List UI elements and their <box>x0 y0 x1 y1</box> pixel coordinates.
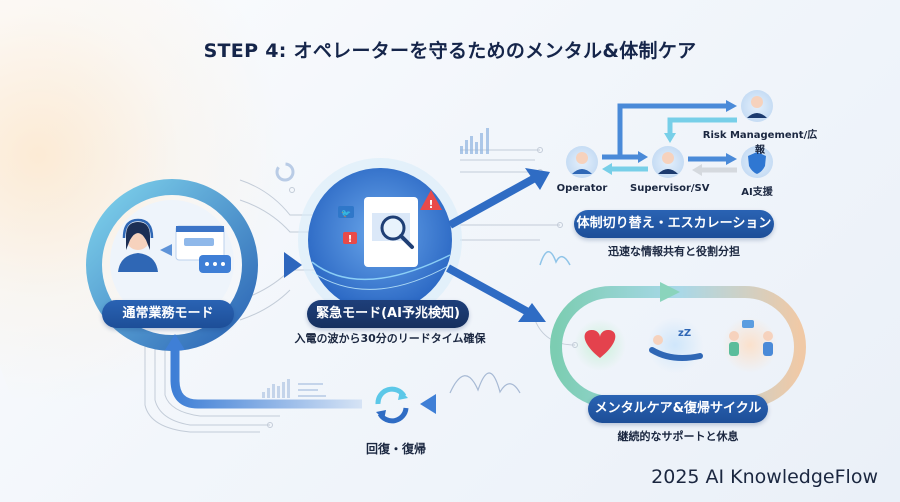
decorative-ring <box>275 162 295 182</box>
svg-text:!: ! <box>348 234 353 245</box>
chat-window-icon <box>175 225 225 261</box>
warning-triangle-icon <box>420 190 442 210</box>
recovery-cycle-icon <box>375 386 409 424</box>
decorative-bar-chart-2 <box>262 379 326 398</box>
svg-text:🐦: 🐦 <box>341 209 351 218</box>
emergency-mode-label: 緊急モード(AI予兆検知) <box>316 306 460 321</box>
magnifier-icon <box>380 215 406 241</box>
node-label-ai-support: AI支援 <box>741 187 773 198</box>
mental-care-subtitle: 継続的なサポートと休息 <box>617 430 739 443</box>
mental-care-node: zZ <box>550 282 806 408</box>
node-label-operator: Operator <box>556 183 608 194</box>
arrow-to-escalation <box>448 174 537 229</box>
heart-icon <box>584 330 616 358</box>
arrow-to-emergency <box>284 252 302 278</box>
page-title: STEP 4: オペレーターを守るためのメンタル&体制ケア <box>203 40 697 62</box>
wave-decoration <box>539 251 571 266</box>
waveform-decoration <box>449 372 521 394</box>
emergency-mode-node: 🐦 ! ! <box>298 158 462 322</box>
node-label-risk-management: Risk Management/広報 <box>702 130 818 156</box>
mental-care-pill[interactable]: メンタルケア&復帰サイクル <box>588 395 768 423</box>
arrow-recovery-to-normal <box>170 345 362 409</box>
twitter-icon <box>338 206 354 218</box>
normal-mode-label: 通常業務モード <box>122 306 214 321</box>
escalation-network <box>566 90 773 178</box>
arrow-to-mental-care <box>446 264 530 316</box>
svg-text:zZ: zZ <box>678 328 691 339</box>
rest-icon: zZ <box>649 328 703 361</box>
normal-mode-pill[interactable]: 通常業務モード <box>102 300 234 328</box>
footer-brand: 2025 AI KnowledgeFlow <box>651 466 878 488</box>
chat-bubble-icon <box>199 255 231 273</box>
escalation-subtitle: 迅速な情報共有と役割分担 <box>608 245 740 258</box>
counseling-icon <box>729 320 773 356</box>
escalation-label: 体制切り替え・エスカレーション <box>576 216 772 231</box>
emergency-mode-pill[interactable]: 緊急モード(AI予兆検知) <box>307 300 469 328</box>
node-label-supervisor: Supervisor/SV <box>630 183 710 194</box>
recovery-label: 回復・復帰 <box>365 442 426 456</box>
shield-icon <box>748 152 766 174</box>
normal-mode-node <box>86 179 258 351</box>
alert-icon <box>343 232 357 244</box>
incoming-arrow-icon <box>160 244 172 256</box>
mental-care-label: メンタルケア&復帰サイクル <box>594 401 762 416</box>
escalation-pill[interactable]: 体制切り替え・エスカレーション <box>574 210 774 238</box>
operator-headset-icon <box>118 218 158 272</box>
svg-text:!: ! <box>428 198 433 211</box>
decorative-bar-chart <box>460 128 489 154</box>
emergency-mode-subtitle: 入電の波から30分のリードタイム確保 <box>294 332 486 345</box>
